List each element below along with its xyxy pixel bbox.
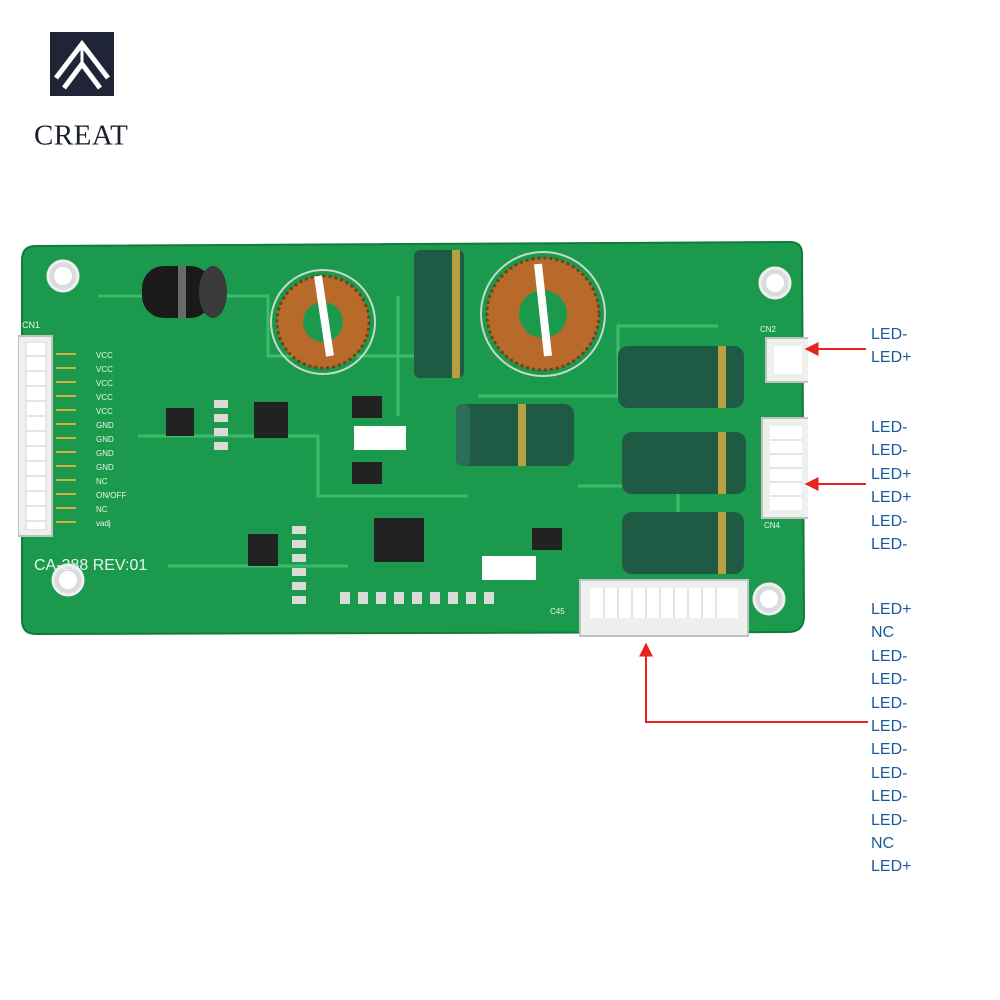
capacitor-ce4	[618, 346, 744, 408]
board-model-label: CA-288 REV:01	[34, 557, 147, 574]
pin-callout: LED-	[871, 764, 908, 782]
pin-label: GND	[96, 463, 114, 472]
connector-bottom	[579, 579, 749, 637]
capacitor-ce5	[622, 432, 746, 494]
connector-cn4	[761, 417, 808, 519]
connector-label: CN4	[764, 521, 781, 530]
pin-label: NC	[96, 477, 108, 486]
diode-d3	[532, 528, 562, 550]
diode-d1	[352, 462, 382, 484]
pin-label: GND	[96, 435, 114, 444]
toroid-inductor-2	[480, 251, 606, 377]
pin-label: ON/OFF	[96, 491, 126, 500]
pin-label: VCC	[96, 393, 113, 402]
capacitor-ce6	[622, 512, 744, 574]
pin-callout: LED+	[871, 601, 912, 618]
pin-label: VCC	[96, 351, 113, 360]
pin-callout: LED-	[871, 811, 908, 829]
connector-label: CN1	[22, 320, 40, 330]
ic-u2	[248, 534, 278, 566]
pin-labels: VCC VCC VCC VCC VCC GND GND GND GND NC O…	[96, 351, 126, 528]
callout-bottom-connector-labels: LED+ NC LED- LED- LED- LED- LED- LED- LE…	[871, 598, 911, 879]
pin-callout: LED-	[871, 741, 908, 759]
pin-callout: LED-	[871, 671, 908, 689]
callout-cn2-labels: LED- LED+	[871, 323, 911, 370]
connector-label: CN2	[760, 325, 777, 334]
capacitor-ce2	[456, 404, 574, 466]
pin-label: GND	[96, 421, 114, 430]
pin-callout: LED+	[871, 489, 912, 507]
capacitor-ce1	[142, 266, 227, 318]
pin-callout: LED+	[871, 349, 912, 367]
diode-d2	[352, 396, 382, 418]
brand-name: CREAT	[34, 119, 129, 152]
pin-callout: LED-	[871, 788, 908, 806]
logo-mark-icon	[50, 32, 114, 96]
pin-callout: LED-	[871, 717, 908, 735]
mounting-holes	[46, 259, 792, 616]
capacitor-ce3	[414, 250, 464, 378]
ic-u1	[166, 408, 194, 436]
toroid-inductor-1	[270, 269, 376, 375]
brand-logo: CREAT	[28, 28, 138, 152]
transistor-q3	[254, 402, 288, 438]
pin-callout: NC	[871, 624, 895, 642]
diode-d5	[482, 556, 536, 580]
diode-d7	[354, 426, 406, 450]
pin-label: VCC	[96, 407, 113, 416]
pin-label: VCC	[96, 365, 113, 374]
pin-callout: NC	[871, 834, 895, 852]
pin-label: GND	[96, 449, 114, 458]
connector-cn2	[765, 337, 808, 383]
callout-cn4-labels: LED- LED- LED+ LED+ LED- LED-	[871, 416, 911, 556]
pin-callout: LED-	[871, 512, 908, 530]
pin-callout: LED+	[871, 465, 912, 483]
pin-callout: LED-	[871, 442, 908, 460]
pin-label: VCC	[96, 379, 113, 388]
transistor-q4	[374, 518, 424, 562]
pin-callout: LED+	[871, 858, 912, 876]
pin-callout: LED-	[871, 535, 908, 553]
pin-callout: LED-	[871, 419, 908, 436]
led-driver-board: VCC VCC VCC VCC VCC GND GND GND GND NC O…	[18, 240, 808, 637]
pin-callout: LED-	[871, 326, 908, 343]
pin-callout: LED-	[871, 647, 908, 665]
pin-label: vadj	[96, 519, 111, 528]
connector-cn1	[18, 335, 76, 537]
pin-callout: LED-	[871, 694, 908, 712]
connector-label: C45	[550, 607, 565, 616]
arrow-bottom-connector	[639, 642, 868, 723]
pin-label: NC	[96, 505, 108, 514]
